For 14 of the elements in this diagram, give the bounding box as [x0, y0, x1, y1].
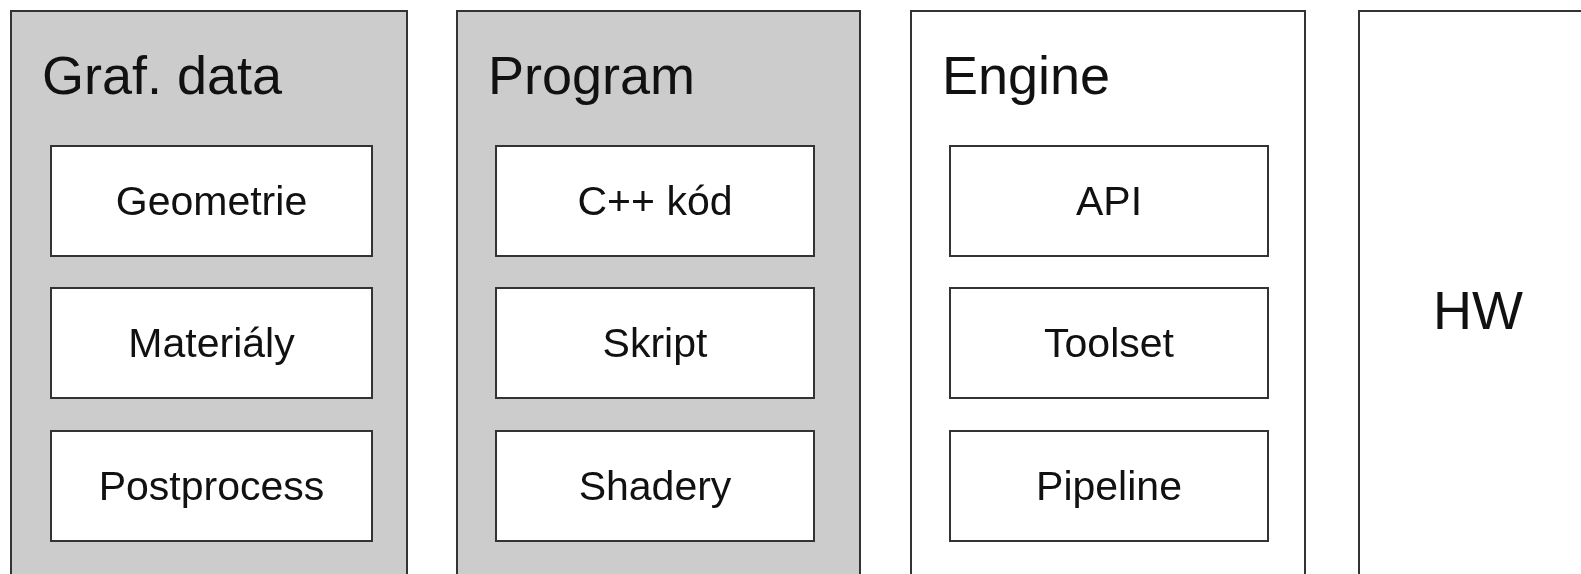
panel-heading: Graf. data	[42, 48, 283, 102]
layer-panel	[910, 10, 1306, 574]
component-box: Toolset	[949, 287, 1269, 399]
layer-panel	[10, 10, 408, 574]
component-box: Postprocess	[50, 430, 373, 542]
layer-panel: HW	[1358, 10, 1581, 574]
component-box: Shadery	[495, 430, 815, 542]
layer-panel	[456, 10, 861, 574]
component-box: Geometrie	[50, 145, 373, 257]
component-box: Skript	[495, 287, 815, 399]
component-box: C++ kód	[495, 145, 815, 257]
component-box: Pipeline	[949, 430, 1269, 542]
component-box: Materiály	[50, 287, 373, 399]
component-box: API	[949, 145, 1269, 257]
